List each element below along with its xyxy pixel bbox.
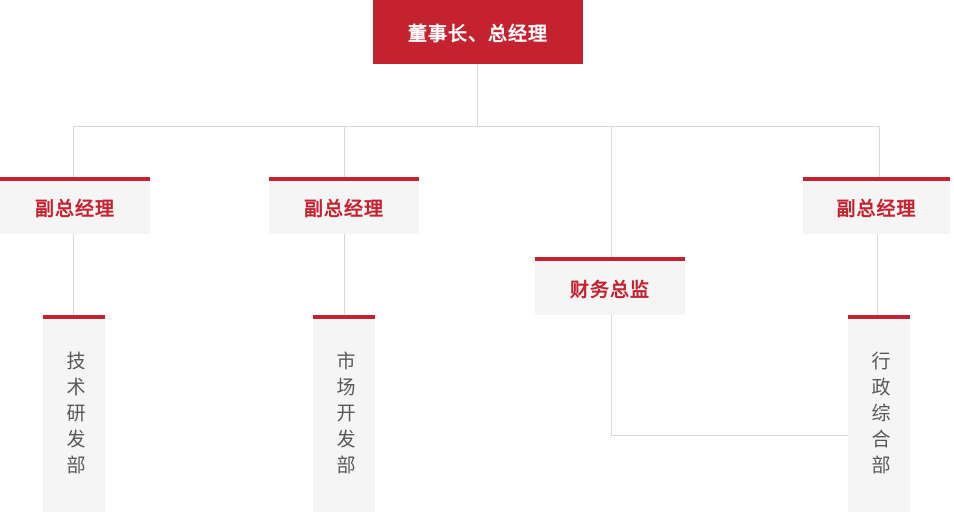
node-vp-left: 副总经理 [0, 177, 150, 234]
node-label: 副总经理 [34, 198, 115, 220]
connector-vp-right-to-admin [877, 234, 878, 315]
connector-root-drop [477, 64, 478, 126]
node-label: 技术研发部 [63, 350, 86, 481]
node-finance-director: 财务总监 [535, 257, 685, 315]
connector-drop-vp-right [879, 126, 880, 177]
node-label: 行政综合部 [868, 350, 891, 481]
node-label: 财务总监 [569, 278, 650, 301]
connector-drop-vp-middle [344, 126, 345, 177]
connector-vp-left-to-tech [73, 234, 74, 315]
connector-drop-finance-director [611, 126, 612, 257]
node-dept-market-dev: 市场开发部 [313, 315, 375, 512]
node-vp-right: 副总经理 [803, 177, 950, 234]
node-label: 副总经理 [836, 198, 917, 220]
node-label: 董事长、总经理 [407, 22, 548, 45]
connector-vp-middle-to-market [344, 234, 345, 315]
node-label: 市场开发部 [333, 350, 356, 481]
node-vp-middle: 副总经理 [269, 177, 419, 234]
node-dept-tech-rd: 技术研发部 [43, 315, 105, 512]
connector-finance-to-admin [611, 435, 848, 436]
node-dept-admin-general: 行政综合部 [848, 315, 910, 512]
node-label: 副总经理 [303, 198, 384, 220]
connector-drop-vp-left [73, 126, 74, 177]
connector-finance-down [611, 315, 612, 435]
node-chairman-general-manager: 董事长、总经理 [373, 0, 583, 64]
connector-main-horizontal [73, 126, 880, 127]
